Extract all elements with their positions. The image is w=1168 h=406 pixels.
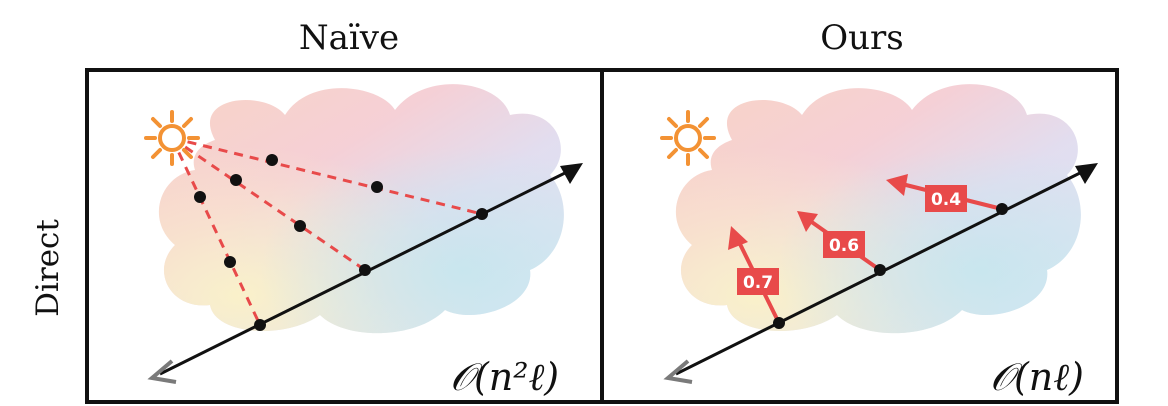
complexity-naive: 𝒪(n²ℓ) bbox=[450, 355, 559, 399]
panel-ours-frame bbox=[600, 68, 1119, 404]
column-title-ours: Ours bbox=[820, 18, 904, 58]
value-label-0.7: 0.7 bbox=[743, 273, 773, 293]
value-label-0.6: 0.6 bbox=[829, 236, 859, 256]
shadow-ray bbox=[171, 136, 483, 216]
sample-point bbox=[773, 317, 785, 329]
shadow-rays-naive bbox=[170, 136, 483, 326]
ray-arrowhead bbox=[1075, 163, 1098, 184]
shadow-sample-point bbox=[266, 154, 278, 166]
shadow-ray bbox=[170, 137, 262, 326]
shadow-sample-point bbox=[230, 174, 242, 186]
arrowhead bbox=[728, 226, 748, 250]
shadow-sample-point bbox=[194, 191, 206, 203]
shadow-sample-point bbox=[371, 181, 383, 193]
arrowhead bbox=[797, 211, 818, 232]
shadow-sample-point bbox=[294, 220, 306, 232]
transmittance-arrowheads bbox=[728, 174, 908, 250]
sample-point bbox=[476, 208, 488, 220]
transmittance-value-label: 0.6 bbox=[823, 231, 865, 258]
sample-points-ours bbox=[773, 203, 1008, 329]
medium-cloud-left bbox=[158, 84, 564, 334]
sun-icon bbox=[144, 110, 200, 166]
ray-arrowhead bbox=[560, 163, 583, 184]
shadow-sample-point bbox=[224, 256, 236, 268]
ray-tail-arrowhead bbox=[663, 359, 693, 384]
sample-point bbox=[254, 319, 266, 331]
sample-points-naive bbox=[194, 154, 488, 331]
sample-point bbox=[359, 264, 371, 276]
transmittance-value-label: 0.7 bbox=[737, 268, 779, 295]
column-title-naive: Naïve bbox=[298, 18, 400, 58]
ray-tail-arrowhead bbox=[147, 359, 177, 384]
shadow-ray bbox=[171, 136, 366, 272]
medium-cloud-right bbox=[675, 84, 1081, 334]
sample-point bbox=[874, 264, 886, 276]
sample-point bbox=[996, 203, 1008, 215]
transmittance-value-label: 0.4 bbox=[925, 185, 967, 212]
complexity-ours: 𝒪(nℓ) bbox=[990, 355, 1084, 399]
value-label-0.4: 0.4 bbox=[931, 190, 961, 210]
sun-icon bbox=[660, 110, 716, 166]
arrowhead bbox=[886, 174, 908, 196]
